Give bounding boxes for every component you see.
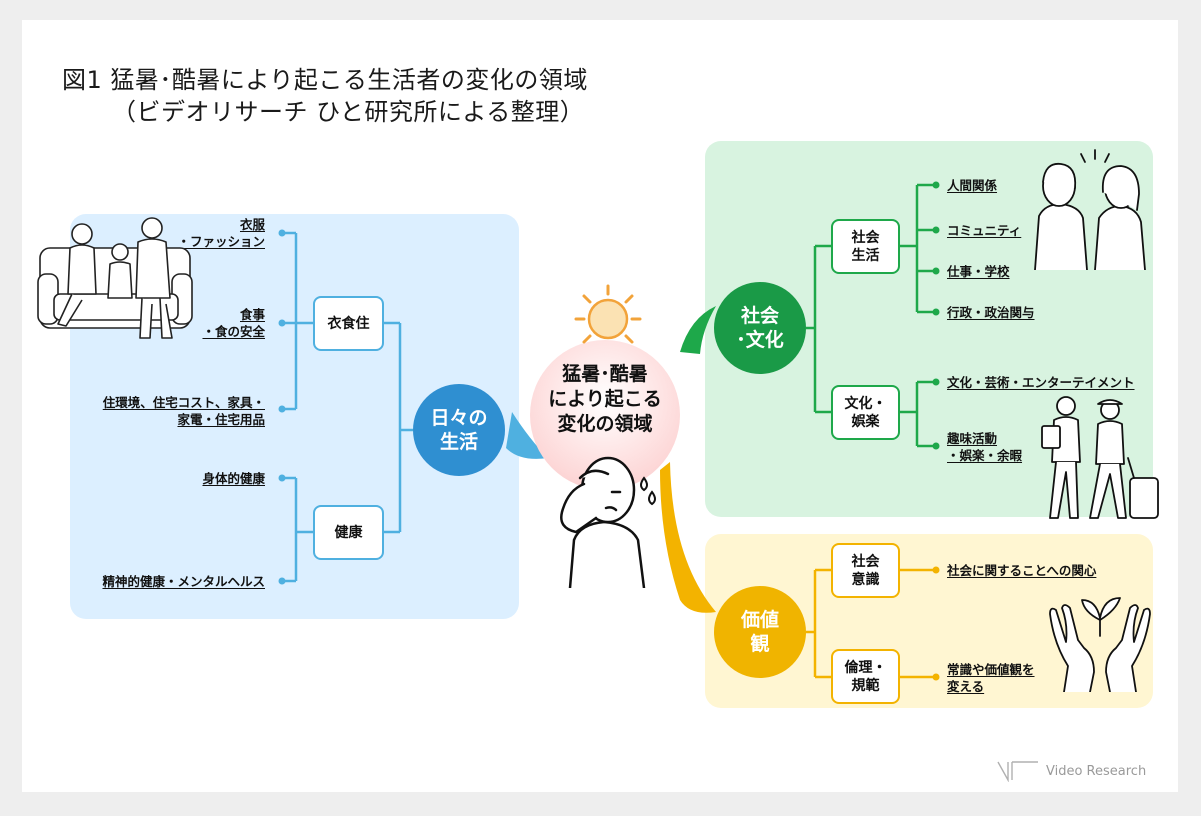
family-on-sofa-illustration xyxy=(37,217,193,339)
values-connectors xyxy=(806,568,936,679)
category-culture-entertainment: 文化・ 娯楽 xyxy=(831,385,900,440)
yellow-swoosh xyxy=(660,462,716,613)
category-ethics-norms: 倫理・ 規範 xyxy=(831,649,900,704)
sun-icon xyxy=(574,284,642,344)
chatting-women-illustration xyxy=(1034,149,1146,270)
video-research-logo: Video Research xyxy=(996,760,1146,782)
leaf-change-values: 常識や価値観を 変える xyxy=(947,662,1035,694)
leaf-work-school: 仕事・学校 xyxy=(947,264,1010,279)
hands-sprout-illustration xyxy=(1049,597,1151,692)
leaf-food: 食事 ・食の安全 xyxy=(202,307,265,339)
daily-dots xyxy=(278,229,286,585)
leaf-community: コミュニティ xyxy=(947,223,1022,238)
hub-social-culture: 社会 ･文化 xyxy=(714,282,806,374)
daily-connectors xyxy=(282,231,413,583)
leaf-politics: 行政・政治関与 xyxy=(947,305,1035,320)
leaf-physical-health: 身体的健康 xyxy=(202,471,265,486)
leaf-hobbies-leisure: 趣味活動 ・娯楽・余暇 xyxy=(947,431,1023,463)
video-research-logo-mark xyxy=(997,761,1038,782)
values-dots xyxy=(932,566,940,681)
hub-daily-life: 日々の 生活 xyxy=(413,384,505,476)
green-swoosh xyxy=(680,306,716,354)
figure-title: 図1 猛暑･酷暑により起こる生活者の変化の領域 xyxy=(62,66,588,94)
travelers-illustration xyxy=(1041,396,1159,519)
category-clothing-food-housing: 衣食住 xyxy=(313,296,384,351)
category-social-awareness: 社会 意識 xyxy=(831,543,900,598)
leaf-relationships: 人間関係 xyxy=(947,178,998,193)
hub-values: 価値 観 xyxy=(714,586,806,678)
social-connectors xyxy=(806,183,936,448)
brand-name: Video Research xyxy=(1046,763,1147,779)
leaf-mental-health: 精神的健康・メンタルヘルス xyxy=(102,574,265,589)
leaf-clothing: 衣服 ・ファッション xyxy=(177,217,265,249)
center-label: 猛暑･酷暑 により起こる 変化の領域 xyxy=(548,363,662,435)
category-health: 健康 xyxy=(313,505,384,560)
figure-subtitle: （ビデオリサーチ ひと研究所による整理） xyxy=(112,98,585,126)
leaf-arts-entertainment: 文化・芸術・エンターテイメント xyxy=(947,375,1135,390)
leaf-social-interest: 社会に関することへの関心 xyxy=(947,563,1097,578)
hot-person-illustration xyxy=(560,456,656,588)
category-social-life: 社会 生活 xyxy=(831,219,900,274)
social-dots xyxy=(932,181,940,450)
leaf-housing: 住環境、住宅コスト、家具・ 家電・住宅用品 xyxy=(102,395,265,427)
